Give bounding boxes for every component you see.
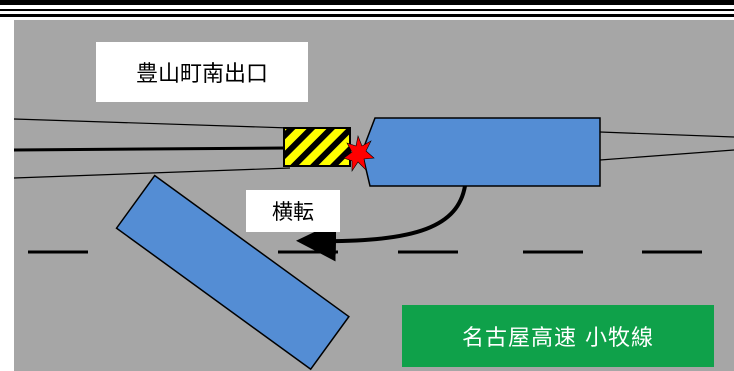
top-border [0, 0, 734, 17]
truck [361, 117, 601, 187]
exit-name-label: 豊山町南出口 [96, 42, 308, 102]
exit-ramp-lines [13, 118, 734, 179]
rollover-label: 横転 [246, 190, 340, 232]
left-edge-strip [0, 20, 14, 371]
rollover-arrow [296, 185, 467, 262]
hazard-barrier [283, 127, 351, 167]
route-name-sign: 名古屋高速 小牧線 [402, 305, 714, 367]
overturned-trailer [115, 174, 350, 371]
impact-burst [343, 134, 375, 172]
